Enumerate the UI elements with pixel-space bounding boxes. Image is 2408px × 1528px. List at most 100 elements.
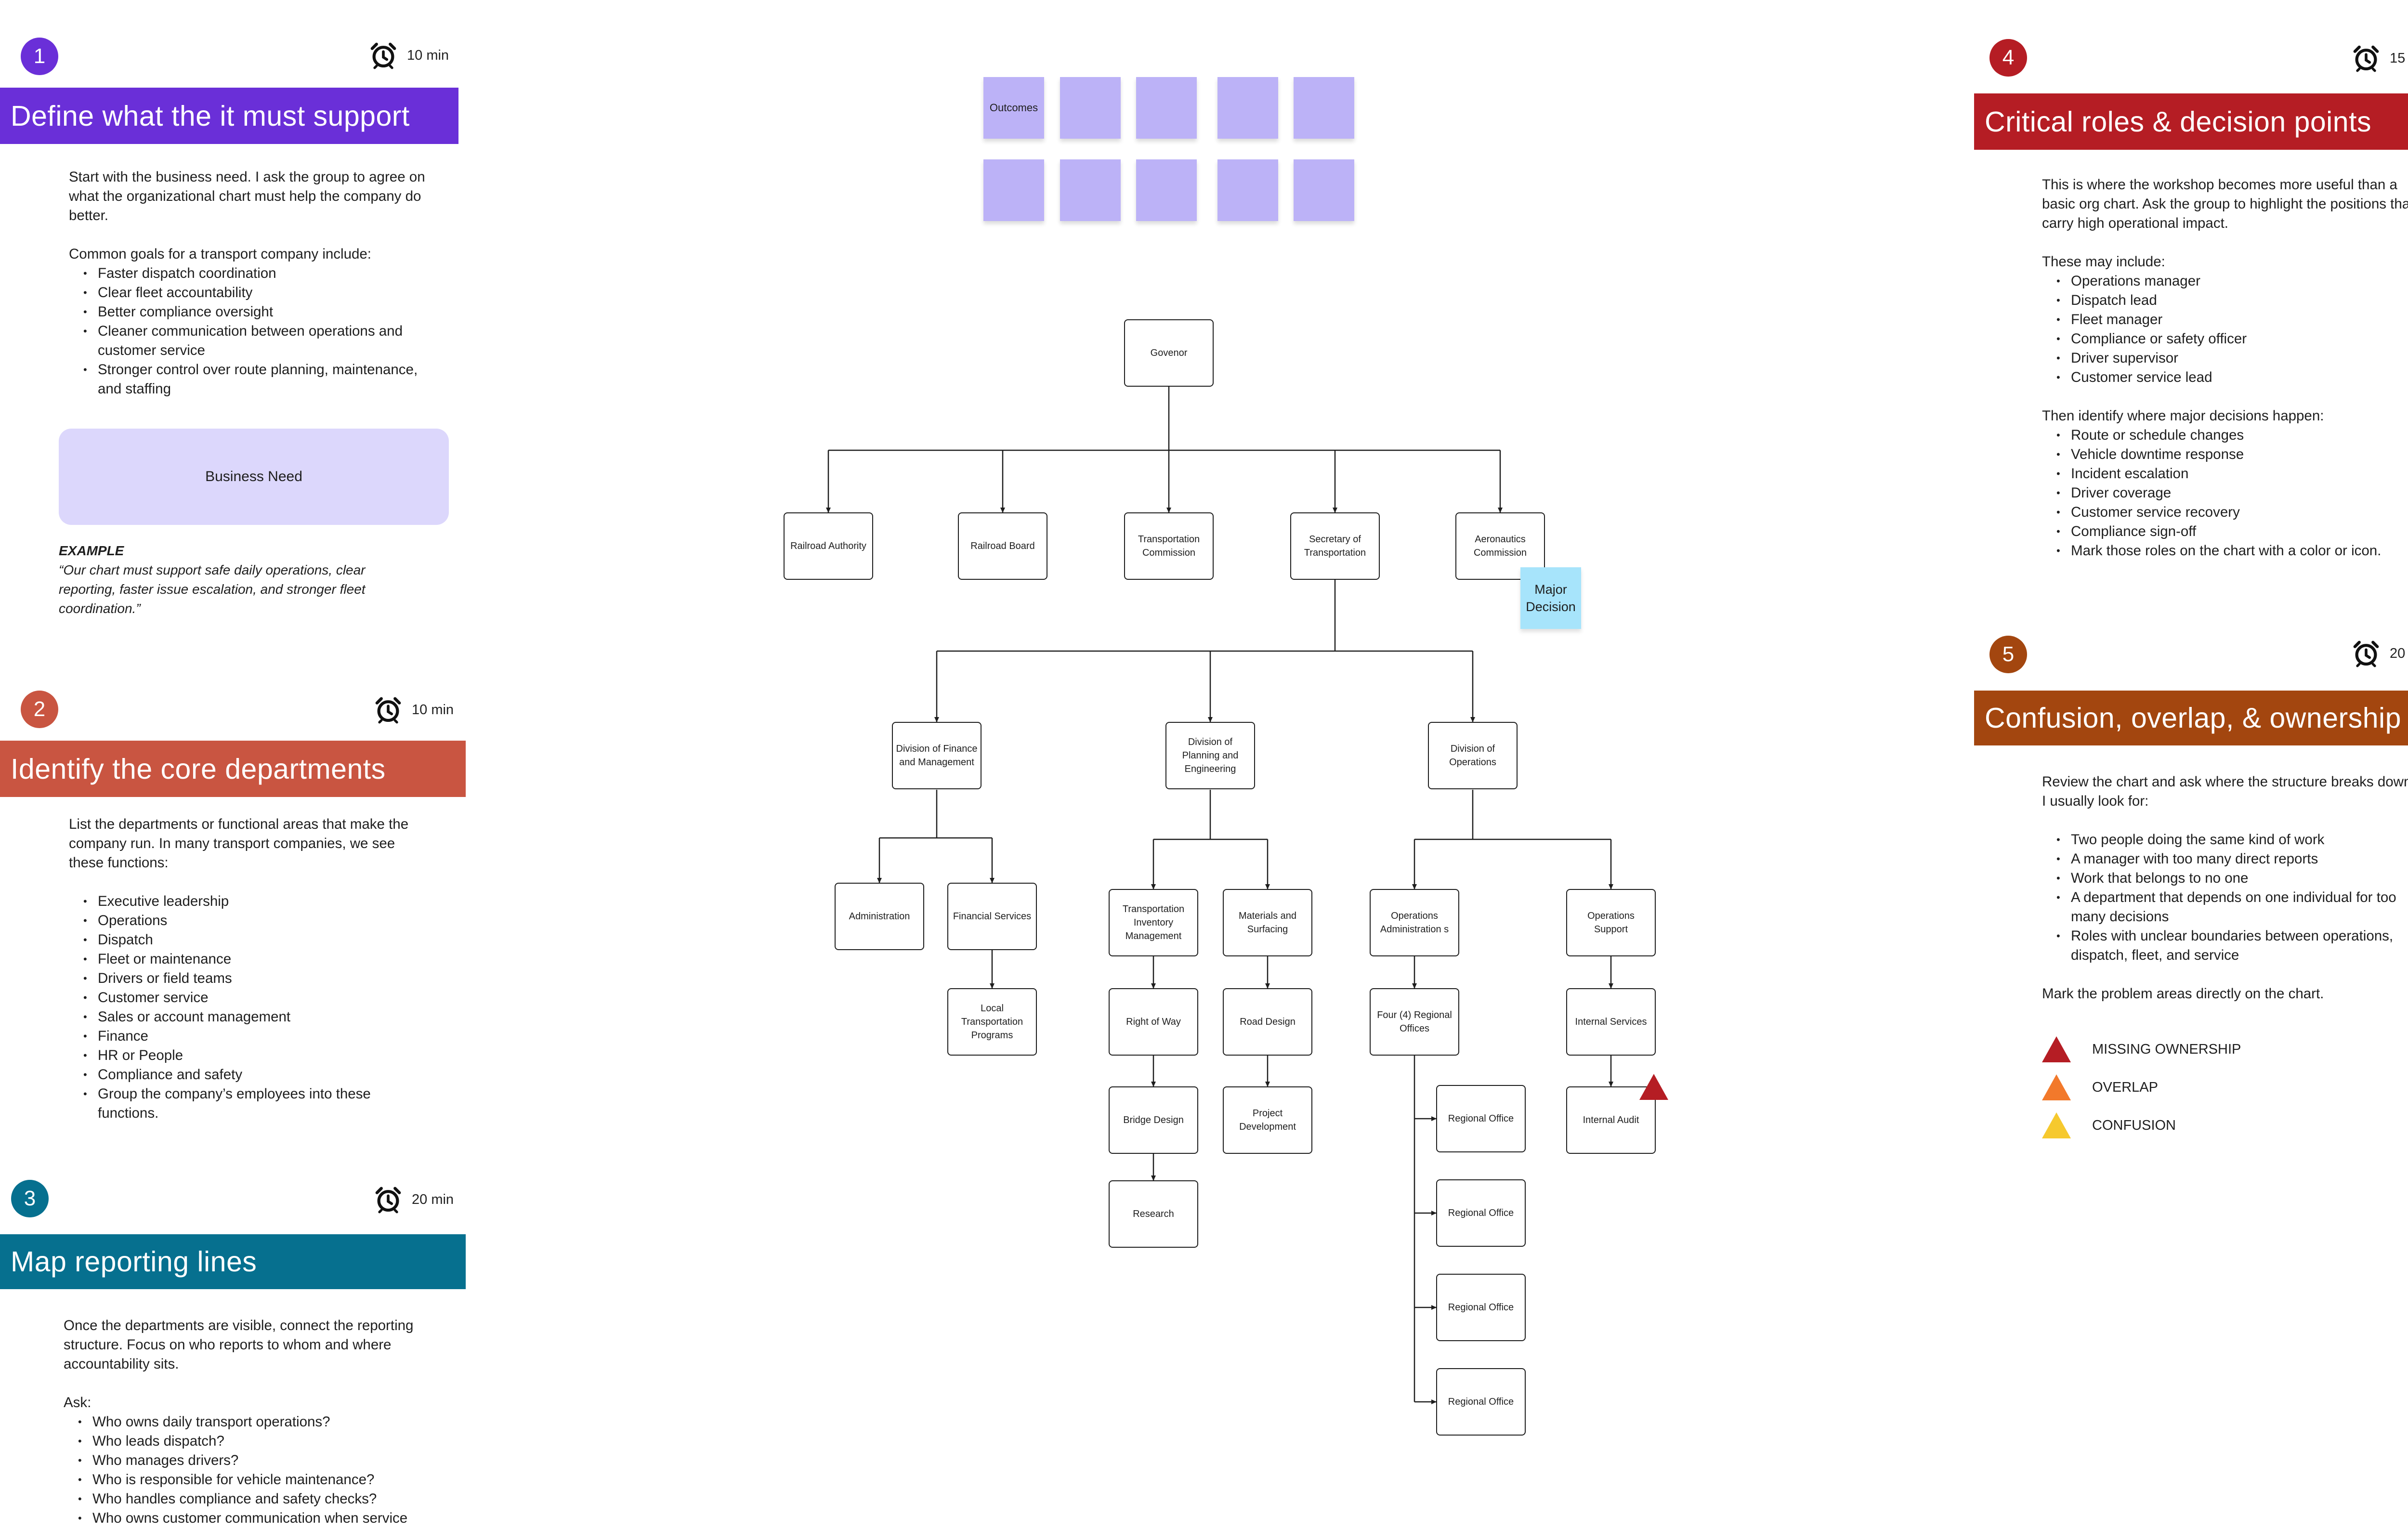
outcome-sticky[interactable]: Outcomes	[983, 77, 1044, 139]
alarm-clock-icon	[375, 697, 401, 724]
org-node-division-planning[interactable]: Division of Planning and Engineering	[1165, 722, 1255, 789]
step-1-list: Faster dispatch coordination Clear fleet…	[69, 264, 435, 399]
list-item: Drivers or field teams	[83, 969, 425, 988]
step-1-time: 10 min	[407, 47, 449, 63]
outcome-sticky[interactable]	[1060, 159, 1121, 221]
org-node-internal-services[interactable]: Internal Services	[1566, 988, 1656, 1056]
org-node-division-finance[interactable]: Division of Finance and Management	[892, 722, 982, 789]
step-1-list-intro: Common goals for a transport company inc…	[69, 246, 371, 262]
list-item: Mark those roles on the chart with a col…	[2056, 541, 2408, 561]
list-item: Clear fleet accountability	[83, 283, 435, 302]
legend-confusion: CONFUSION	[2041, 1111, 2176, 1139]
org-node-regional-office[interactable]: Regional Office	[1436, 1274, 1526, 1341]
step-3-list-intro: Ask:	[64, 1395, 92, 1410]
org-node-regional-office[interactable]: Regional Office	[1436, 1085, 1526, 1152]
list-item: Who is responsible for vehicle maintenan…	[78, 1470, 430, 1489]
list-item: Customer service	[83, 988, 425, 1007]
list-item: Who manages drivers?	[78, 1451, 430, 1470]
step-4-number: 4	[1989, 39, 2027, 77]
org-node-division-operations[interactable]: Division of Operations	[1428, 722, 1518, 789]
outcome-sticky[interactable]	[1294, 77, 1354, 139]
legend-missing-ownership: MISSING OWNERSHIP	[2041, 1035, 2241, 1063]
major-decision-sticky[interactable]: Major Decision	[1520, 567, 1581, 629]
step-5-title: Confusion, overlap, & ownership	[1974, 691, 2408, 745]
list-item: Faster dispatch coordination	[83, 264, 435, 283]
list-item: Finance	[83, 1027, 425, 1046]
step-2-list: Executive leadership Operations Dispatch…	[69, 892, 425, 1123]
org-node-regional-office[interactable]: Regional Office	[1436, 1179, 1526, 1247]
step-1-intro: Start with the business need. I ask the …	[69, 169, 425, 223]
org-node-four-regional-offices[interactable]: Four (4) Regional Offices	[1370, 988, 1459, 1056]
org-node-financial-services[interactable]: Financial Services	[947, 883, 1037, 950]
legend-overlap: OVERLAP	[2041, 1073, 2158, 1101]
step-5-number: 5	[1989, 636, 2027, 673]
org-node-materials-surfacing[interactable]: Materials and Surfacing	[1223, 889, 1312, 956]
list-item: Who handles compliance and safety checks…	[78, 1489, 430, 1509]
list-item: A department that depends on one individ…	[2056, 888, 2408, 927]
orange-triangle-icon	[2042, 1074, 2071, 1100]
org-node-regional-office[interactable]: Regional Office	[1436, 1368, 1526, 1436]
list-item: Fleet or maintenance	[83, 950, 425, 969]
list-item: Customer service recovery	[2056, 503, 2408, 522]
step-1-title: Define what the it must support	[0, 88, 458, 144]
step-4-list-intro: These may include:	[2042, 254, 2165, 270]
outcome-sticky[interactable]	[983, 159, 1044, 221]
org-node-project-development[interactable]: Project Development	[1223, 1086, 1312, 1154]
example-label: EXAMPLE	[59, 543, 124, 558]
example-block: EXAMPLE “Our chart must support safe dai…	[59, 541, 396, 618]
outcome-sticky[interactable]	[1294, 159, 1354, 221]
list-item: Who owns daily transport operations?	[78, 1412, 430, 1432]
step-3-timer: 20 min	[373, 1185, 454, 1215]
step-1-body: Start with the business need. I ask the …	[69, 168, 435, 399]
step-4-list-intro-2: Then identify where major decisions happ…	[2042, 408, 2324, 424]
org-node-transportation-commission[interactable]: Transportation Commission	[1124, 512, 1214, 580]
list-item: Operations manager	[2056, 272, 2408, 291]
org-node-governor[interactable]: Govenor	[1124, 319, 1214, 387]
org-node-operations-administration[interactable]: Operations Administration s	[1370, 889, 1459, 956]
org-node-secretary-of-transportation[interactable]: Secretary of Transportation	[1290, 512, 1380, 580]
step-3-intro: Once the departments are visible, connec…	[64, 1318, 414, 1372]
list-item: Stronger control over route planning, ma…	[83, 360, 435, 399]
step-2-title: Identify the core departments	[0, 741, 466, 797]
org-node-right-of-way[interactable]: Right of Way	[1109, 988, 1198, 1056]
step-1-number: 1	[21, 38, 58, 75]
red-triangle-icon	[2042, 1036, 2071, 1062]
list-item: Customer service lead	[2056, 368, 2408, 387]
list-item: Route or schedule changes	[2056, 426, 2408, 445]
list-item: Driver supervisor	[2056, 349, 2408, 368]
org-node-road-design[interactable]: Road Design	[1223, 988, 1312, 1056]
step-4-time: 15 min	[2390, 50, 2408, 66]
outcome-sticky[interactable]	[1217, 77, 1278, 139]
org-node-operations-support[interactable]: Operations Support	[1566, 889, 1656, 956]
step-4-title: Critical roles & decision points	[1974, 93, 2408, 150]
list-item: Better compliance oversight	[83, 302, 435, 322]
step-5-body: Review the chart and ask where the struc…	[2042, 772, 2408, 1004]
business-need-box[interactable]: Business Need	[59, 429, 449, 525]
list-item: Work that belongs to no one	[2056, 869, 2408, 888]
step-5-time: 20 min	[2390, 645, 2408, 661]
org-node-railroad-authority[interactable]: Railroad Authority	[784, 512, 873, 580]
org-node-local-programs[interactable]: Local Transportation Programs	[947, 988, 1037, 1056]
org-node-bridge-design[interactable]: Bridge Design	[1109, 1086, 1198, 1154]
missing-ownership-marker-icon[interactable]	[1638, 1073, 1669, 1101]
org-node-transportation-inventory[interactable]: Transportation Inventory Management	[1109, 889, 1198, 956]
outcome-sticky[interactable]	[1217, 159, 1278, 221]
list-item: Compliance sign-off	[2056, 522, 2408, 541]
legend-label: CONFUSION	[2092, 1117, 2176, 1133]
org-node-railroad-board[interactable]: Railroad Board	[958, 512, 1047, 580]
step-3-body: Once the departments are visible, connec…	[64, 1316, 430, 1528]
step-5-list: Two people doing the same kind of work A…	[2042, 830, 2408, 965]
list-item: Two people doing the same kind of work	[2056, 830, 2408, 849]
alarm-clock-icon	[370, 42, 396, 69]
list-item: Executive leadership	[83, 892, 425, 911]
outcome-sticky[interactable]	[1136, 159, 1197, 221]
outcome-sticky[interactable]	[1136, 77, 1197, 139]
alarm-clock-icon	[2353, 45, 2379, 72]
step-1-timer: 10 min	[368, 40, 449, 70]
org-node-research[interactable]: Research	[1109, 1180, 1198, 1248]
org-node-administration[interactable]: Administration	[835, 883, 924, 950]
list-item: Group the company’s employees into these…	[83, 1084, 387, 1123]
outcome-sticky[interactable]	[1060, 77, 1121, 139]
list-item: Driver coverage	[2056, 483, 2408, 503]
